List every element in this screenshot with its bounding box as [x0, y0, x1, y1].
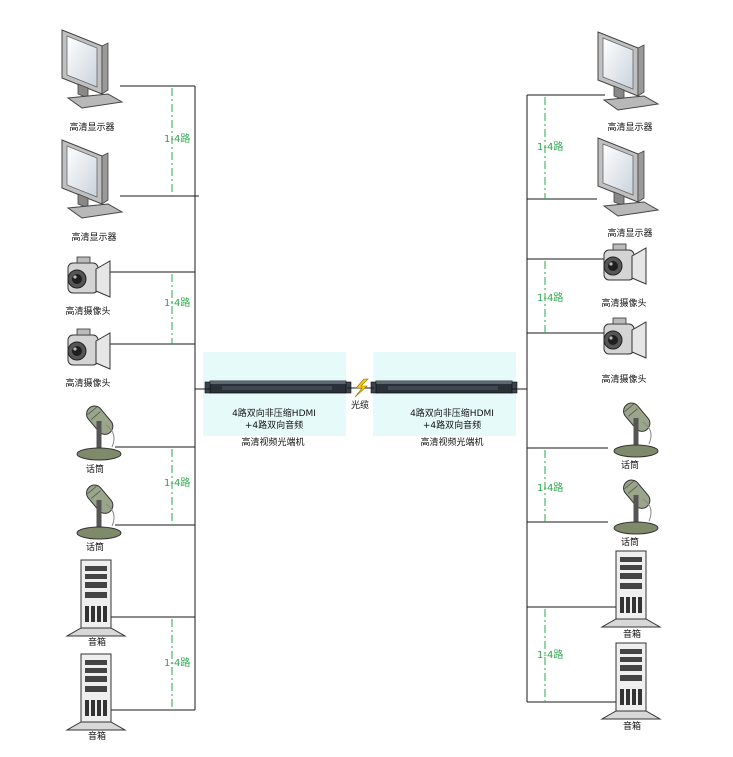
- fiber-bolt-icon: [354, 378, 369, 398]
- right-monitor-1-icon: [597, 31, 659, 111]
- right-transceiver-desc-2: +4路双向音频: [423, 419, 481, 431]
- right-channel-label-3: 1-4路: [537, 481, 563, 494]
- right-transceiver-panel: [373, 352, 516, 436]
- left-camera-1-label: 高清摄像头: [65, 305, 110, 317]
- left-mic-2-icon: [77, 482, 121, 539]
- left-camera-2-label: 高清摄像头: [65, 377, 110, 389]
- left-transceiver-desc-1: 4路双向非压缩HDMI: [232, 407, 316, 419]
- right-transceiver-device: [370, 380, 518, 394]
- left-transceiver-desc-2: +4路双向音频: [245, 419, 303, 431]
- left-speaker-2-label: 音箱: [88, 730, 106, 742]
- left-channel-label-3: 1-4路: [164, 476, 190, 489]
- left-transceiver-panel: [203, 352, 346, 436]
- right-mic-1-label: 话筒: [621, 459, 639, 471]
- left-monitor-1-label: 高清显示器: [69, 121, 114, 133]
- right-camera-1-label: 高清摄像头: [601, 297, 646, 309]
- left-camera-1-icon: [67, 256, 111, 298]
- right-speaker-1-label: 音箱: [623, 628, 641, 640]
- left-speaker-1-icon: [66, 559, 126, 637]
- left-mic-1-icon: [77, 403, 121, 460]
- right-channel-label-1: 1-4路: [537, 140, 563, 153]
- right-mic-1-icon: [614, 400, 658, 457]
- fiber-label: 光缆: [351, 399, 369, 411]
- left-wiring: [108, 85, 210, 711]
- right-speaker-1-icon: [601, 550, 661, 628]
- left-channel-label-2: 1-4路: [164, 296, 190, 309]
- right-channel-label-4: 1-4路: [537, 648, 563, 661]
- left-channel-label-4: 1-4路: [164, 656, 190, 669]
- right-speaker-2-label: 音箱: [623, 720, 641, 732]
- left-monitor-2-icon: [61, 139, 123, 219]
- left-camera-2-icon: [67, 328, 111, 370]
- left-mic-2-label: 话筒: [86, 541, 104, 553]
- left-monitor-1-icon: [61, 29, 123, 109]
- right-transceiver-desc-1: 4路双向非压缩HDMI: [410, 407, 494, 419]
- right-transceiver-name: 高清视频光端机: [420, 436, 483, 448]
- left-monitor-2-label: 高清显示器: [71, 231, 116, 243]
- right-camera-2-label: 高清摄像头: [601, 373, 646, 385]
- right-camera-1-icon: [603, 243, 647, 285]
- left-transceiver-name: 高清视频光端机: [241, 436, 304, 448]
- right-mic-2-label: 话筒: [621, 536, 639, 548]
- left-speaker-1-label: 音箱: [88, 636, 106, 648]
- left-mic-1-label: 话筒: [86, 463, 104, 475]
- right-monitor-2-icon: [597, 137, 659, 217]
- right-camera-2-icon: [603, 317, 647, 359]
- left-transceiver-device: [204, 380, 352, 394]
- left-channel-label-1: 1-4路: [164, 132, 190, 145]
- right-speaker-2-icon: [601, 642, 661, 720]
- right-wiring: [512, 94, 618, 703]
- right-channel-label-2: 1-4路: [537, 291, 563, 304]
- right-mic-2-icon: [614, 477, 658, 534]
- right-monitor-1-label: 高清显示器: [607, 121, 652, 133]
- left-speaker-2-icon: [66, 653, 126, 731]
- right-monitor-2-label: 高清显示器: [607, 227, 652, 239]
